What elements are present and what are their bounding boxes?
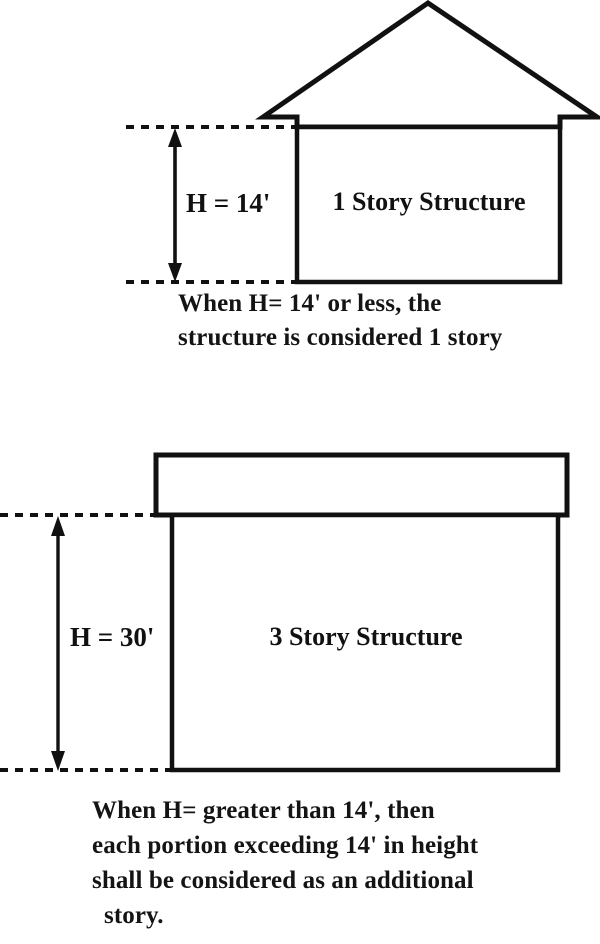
one-story-building-body <box>294 124 563 285</box>
caption-two-line-2: each portion exceeding 14' in height <box>92 832 479 859</box>
caption-three-story: When H= greater than 14', then each port… <box>92 793 592 933</box>
caption-two-line-1: When H= greater than 14', then <box>92 797 435 824</box>
caption-one-line-2: structure is considered 1 story <box>178 324 503 351</box>
three-story-structure-diagram: H = 30' 3 Story Structure <box>0 452 570 773</box>
caption-one-story: When H= 14' or less, the structure is co… <box>178 287 598 355</box>
height-label-one: H = 14' <box>186 188 270 218</box>
gable-roof-outline <box>254 0 600 130</box>
caption-two-line-4: story. <box>104 902 164 929</box>
height-dimension-arrow-two <box>51 516 65 771</box>
three-story-building-body <box>169 512 561 773</box>
height-label-two: H = 30' <box>70 622 154 652</box>
flat-roof-slab <box>153 452 570 518</box>
caption-two-line-3: shall be considered as an additional <box>92 867 474 894</box>
caption-one-line-1: When H= 14' or less, the <box>178 290 442 317</box>
structure-label-one: 1 Story Structure <box>332 187 525 216</box>
one-story-structure-diagram: H = 14' 1 Story Structure <box>126 0 600 285</box>
height-dimension-arrow <box>168 128 182 282</box>
structure-label-two: 3 Story Structure <box>269 622 462 651</box>
